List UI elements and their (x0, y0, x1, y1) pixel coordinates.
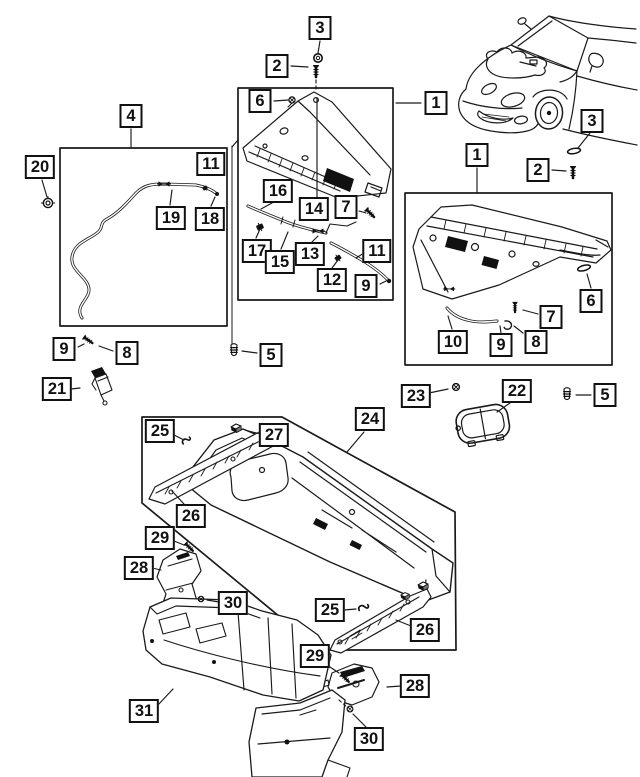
callout-25: 25 (144, 419, 176, 443)
callout-26: 26 (175, 504, 207, 528)
callout-11: 11 (362, 239, 392, 263)
hardware-icons (40, 52, 592, 713)
callout-2: 2 (265, 54, 289, 78)
callout-29: 29 (144, 526, 176, 550)
callout-8: 8 (524, 330, 548, 354)
seal-icon (576, 263, 592, 273)
callout-9: 9 (489, 333, 513, 357)
callout-31: 31 (128, 699, 160, 723)
callout-3: 3 (308, 16, 332, 40)
callout-26: 26 (409, 618, 441, 642)
callout-7: 7 (334, 195, 358, 219)
hook-clip-icon (357, 603, 370, 612)
clip-icon (288, 96, 296, 104)
callout-22: 22 (501, 379, 533, 403)
grommet-icon (312, 52, 324, 64)
callout-1: 1 (465, 143, 489, 167)
callout-18: 18 (194, 207, 226, 231)
callout-6: 6 (248, 89, 272, 113)
callout-11: 11 (196, 152, 226, 176)
callout-9: 9 (354, 274, 378, 298)
callout-24: 24 (354, 407, 386, 431)
retainer-clip-icon (562, 386, 572, 401)
callout-25: 25 (314, 598, 346, 622)
callout-16: 16 (262, 179, 294, 203)
callout-27: 27 (258, 423, 290, 447)
callout-23: 23 (400, 384, 432, 408)
callout-13: 13 (294, 242, 326, 266)
callout-8: 8 (115, 341, 139, 365)
screw-icon (568, 164, 578, 180)
push-pin-icon (346, 705, 354, 713)
washer-hose-right-illustration (442, 285, 519, 330)
callout-28: 28 (399, 674, 431, 698)
hose-elbow (503, 320, 513, 330)
hose-connector-icon (310, 227, 326, 235)
cowl-panel-assembly-illustration (188, 428, 454, 603)
grommet-seal-icon (566, 146, 582, 156)
callout-1: 1 (424, 91, 448, 115)
callout-28: 28 (123, 556, 155, 580)
callout-4: 4 (119, 104, 143, 128)
washer-hose-illustration (70, 180, 219, 320)
hose-clip-icon (332, 252, 344, 264)
callout-29: 29 (299, 644, 331, 668)
callout-20: 20 (24, 155, 56, 179)
callout-15: 15 (264, 250, 296, 274)
callout-6: 6 (579, 289, 603, 313)
callout-30: 30 (353, 727, 385, 751)
callout-12: 12 (316, 268, 348, 292)
callout-19: 19 (155, 206, 187, 230)
screw-icon (311, 63, 321, 79)
callout-5: 5 (593, 383, 617, 407)
grommet-icon (40, 195, 56, 209)
callout-10: 10 (437, 330, 469, 354)
screw-icon (511, 300, 519, 314)
hook-clip-icon (180, 436, 192, 445)
callout-5: 5 (259, 343, 283, 367)
cowl-rail-lower-illustration (329, 588, 432, 654)
hose-connector-icon (156, 180, 172, 188)
callout-21: 21 (41, 377, 73, 401)
leader-lines (41, 40, 592, 728)
access-cover-illustration (455, 403, 511, 448)
vehicle-sketch (458, 15, 638, 146)
push-pin-icon (451, 382, 461, 392)
callout-30: 30 (217, 591, 249, 615)
hose-clip-icon (254, 221, 266, 233)
callout-9: 9 (52, 337, 76, 361)
callout-3: 3 (580, 109, 604, 133)
callout-7: 7 (539, 305, 563, 329)
washer-pump-illustration (91, 367, 113, 406)
retainer-clip-icon (229, 342, 239, 357)
callout-2: 2 (526, 158, 550, 182)
dash-panel-illustration (142, 597, 351, 777)
callout-14: 14 (298, 197, 330, 221)
cowl-grille-right-illustration (412, 204, 612, 300)
